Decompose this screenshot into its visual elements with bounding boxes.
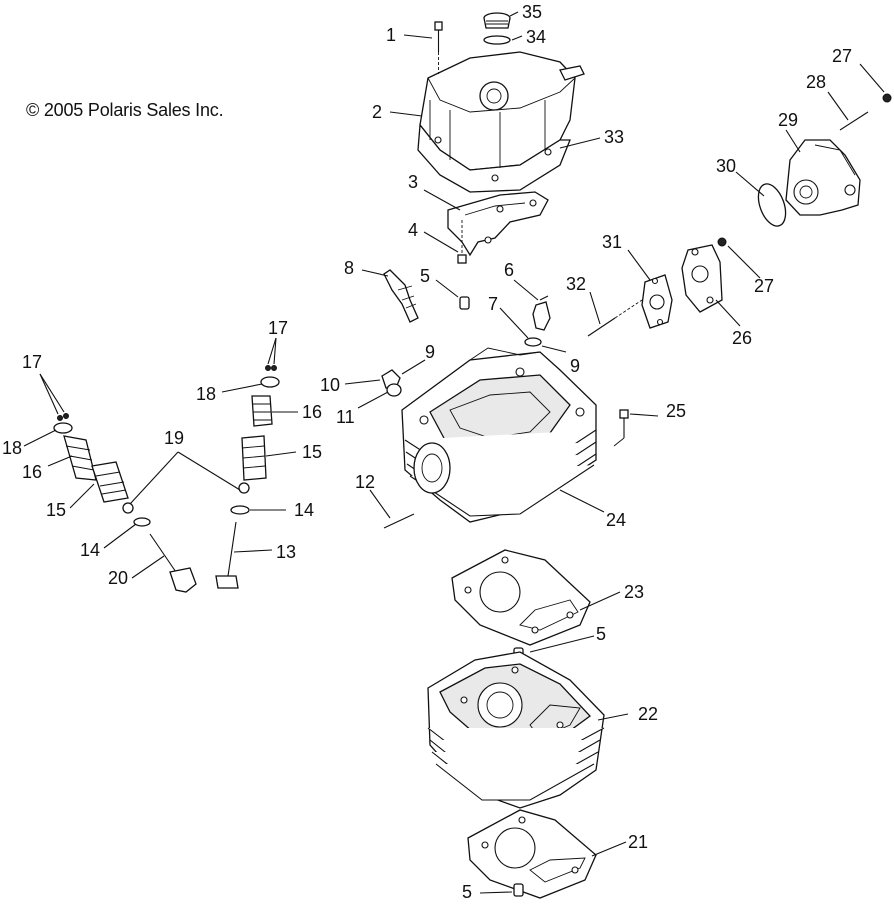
- callout-12: 12: [355, 472, 375, 492]
- callout-5-bottom: 5: [462, 882, 472, 901]
- valve-train-right: [215, 365, 280, 589]
- callout-4: 4: [408, 220, 418, 240]
- cover-gasket: [447, 191, 549, 257]
- callout-11: 11: [336, 407, 355, 427]
- callout-22: 22: [638, 704, 658, 724]
- bolt-4: [457, 220, 467, 264]
- callout-1: 1: [386, 25, 396, 45]
- callout-15-left: 15: [46, 500, 66, 520]
- callout-13: 13: [276, 542, 296, 562]
- callout-15-right: 15: [302, 442, 322, 462]
- callout-35: 35: [522, 2, 542, 22]
- callout-14-left: 14: [80, 540, 100, 560]
- insulator-26: [681, 244, 723, 313]
- cylinder-head: [401, 347, 597, 523]
- cylinder-head-cover: [417, 51, 585, 193]
- callout-10: 10: [320, 375, 340, 395]
- callout-26: 26: [732, 328, 752, 348]
- copyright-notice: © 2005 Polaris Sales Inc.: [26, 100, 224, 120]
- callout-32: 32: [566, 274, 586, 294]
- callout-numbers: 1 2 3 4 5 6 7 8 9 9 10 11 12 13 14 14 15…: [2, 2, 852, 902]
- leader-lines: [23, 11, 885, 894]
- dowel-5-bottom: [513, 883, 524, 897]
- callout-17-left: 17: [22, 352, 42, 372]
- callout-16-left: 16: [22, 462, 42, 482]
- callout-9-left: 9: [425, 342, 435, 362]
- callout-8: 8: [344, 258, 354, 278]
- callout-29: 29: [778, 110, 798, 130]
- cylinder: [427, 651, 605, 809]
- oil-filler-cap: [483, 12, 511, 29]
- callout-9-right: 9: [570, 356, 580, 376]
- dowel-5-top: [459, 296, 470, 310]
- callout-14-right: 14: [294, 500, 314, 520]
- callout-31: 31: [602, 232, 622, 252]
- intake-manifold: [785, 139, 861, 216]
- valve-train-left: [53, 413, 197, 593]
- nut-27-mid: [717, 237, 727, 247]
- callout-7: 7: [488, 294, 498, 314]
- washer-7: [524, 337, 542, 347]
- bolt-25: [613, 409, 629, 447]
- o-ring-30: [757, 183, 787, 227]
- callout-30: 30: [716, 156, 736, 176]
- callout-2: 2: [372, 102, 382, 122]
- callout-6: 6: [504, 260, 514, 280]
- callout-3: 3: [408, 172, 418, 192]
- callout-20: 20: [108, 568, 128, 588]
- callout-27-top: 27: [832, 46, 852, 66]
- nut-27-top: [882, 93, 892, 103]
- callout-5-mid: 5: [596, 624, 606, 644]
- callout-24: 24: [606, 510, 626, 530]
- callout-17-right: 17: [268, 318, 288, 338]
- callout-21: 21: [628, 832, 648, 852]
- callout-28: 28: [806, 72, 826, 92]
- spark-plug: [383, 269, 419, 323]
- callout-16-right: 16: [302, 402, 322, 422]
- o-ring-34: [483, 35, 511, 45]
- gasket-31: [641, 274, 673, 329]
- breather-fitting: [532, 295, 551, 331]
- cylinder-base-gasket: [467, 809, 597, 899]
- callout-34: 34: [526, 27, 546, 47]
- callout-5-top: 5: [420, 266, 430, 286]
- cylinder-head-gasket: [451, 549, 591, 646]
- bolt-1: [434, 21, 443, 74]
- callout-25: 25: [666, 401, 686, 421]
- callout-19: 19: [164, 428, 184, 448]
- o-ring-11: [386, 383, 402, 397]
- callout-18-left: 18: [2, 438, 22, 458]
- callout-18-right: 18: [196, 384, 216, 404]
- callout-27-mid: 27: [754, 276, 774, 296]
- stud-12: [383, 513, 415, 529]
- callout-23: 23: [624, 582, 644, 602]
- stud-32: [587, 299, 643, 337]
- callout-33: 33: [604, 127, 624, 147]
- stud-28: [839, 111, 869, 131]
